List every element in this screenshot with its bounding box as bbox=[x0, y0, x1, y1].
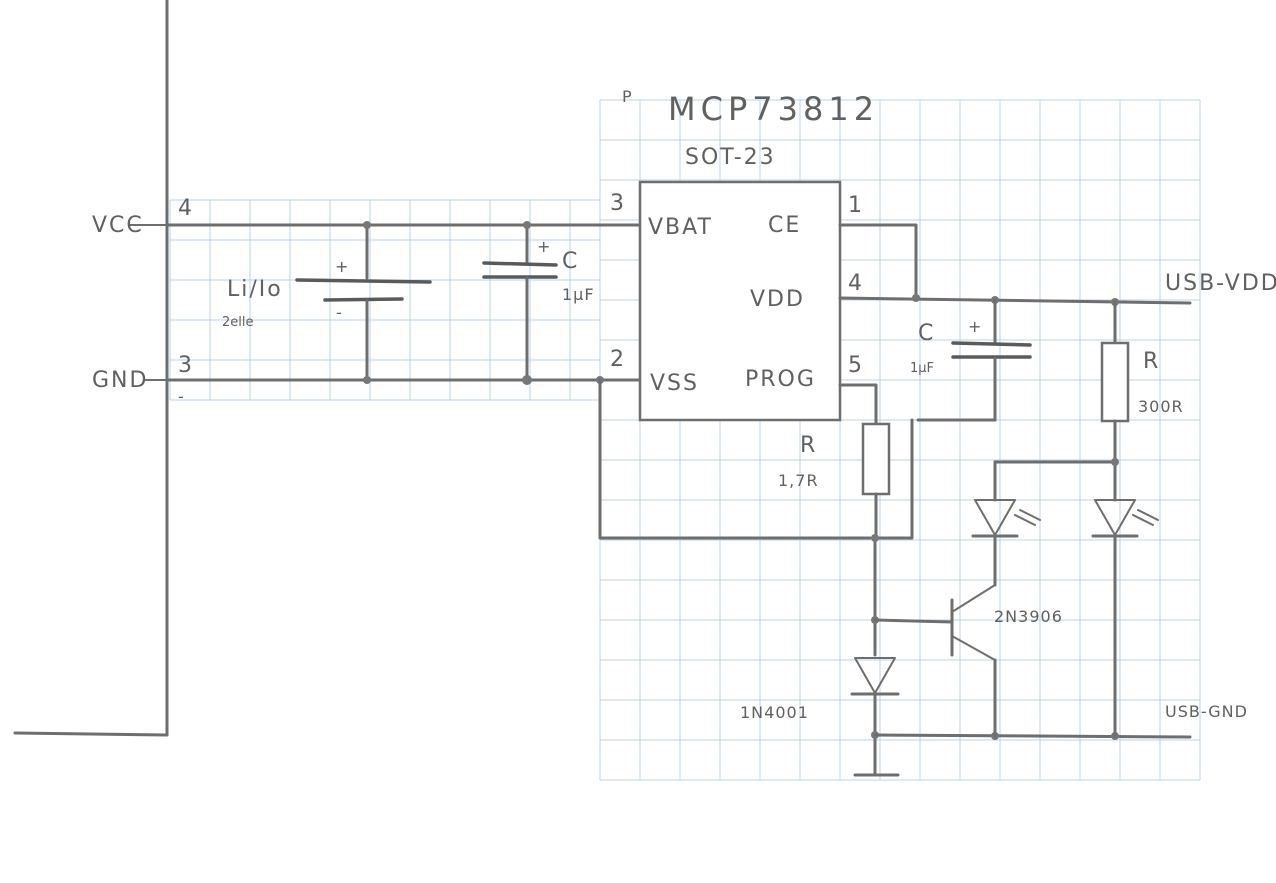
cap-left-plus: + bbox=[537, 237, 551, 256]
cap-right-plus: + bbox=[968, 317, 982, 336]
battery-cells: 2elle bbox=[222, 315, 254, 330]
pin-vdd-number: 4 bbox=[848, 271, 864, 296]
cap-right-value: 1µF bbox=[910, 361, 934, 376]
usb-vdd-label: USB-VDD bbox=[1165, 271, 1276, 296]
diode-part: 1N4001 bbox=[740, 703, 809, 722]
battery-name: Li/Io bbox=[227, 277, 283, 302]
chip-marker: P bbox=[622, 87, 633, 106]
prog-right-loop bbox=[874, 418, 914, 540]
pin-vss-label: VSS bbox=[650, 371, 699, 396]
usb-gnd-wire bbox=[873, 733, 1192, 739]
resistor-prog-symbol bbox=[838, 383, 891, 540]
resistor-led-value: 300R bbox=[1138, 397, 1184, 416]
vcc-label: VCC bbox=[92, 213, 144, 238]
resistor-led-label: R bbox=[1143, 349, 1160, 374]
capacitor-left-symbol bbox=[482, 221, 558, 385]
cap-left-label: C bbox=[562, 249, 579, 274]
capacitor-right-symbol bbox=[916, 298, 1032, 422]
ce-wire bbox=[838, 223, 918, 300]
vss-ground-loop bbox=[598, 378, 872, 540]
resistor-led-symbol bbox=[1100, 300, 1130, 502]
mcp73812-chip-body bbox=[638, 180, 842, 422]
pin-vbat-label: VBAT bbox=[648, 215, 713, 240]
bottom-left-wire bbox=[13, 731, 169, 737]
transistor-part: 2N3906 bbox=[994, 607, 1063, 626]
usb-gnd-label: USB-GND bbox=[1165, 702, 1248, 721]
pin-ce-label: CE bbox=[768, 213, 801, 238]
led-2-symbol bbox=[1091, 499, 1159, 738]
pin-prog-number: 5 bbox=[848, 353, 864, 378]
battery-plus: + bbox=[335, 257, 349, 276]
diode-1n4001-symbol bbox=[850, 657, 900, 777]
pin-ce-number: 1 bbox=[848, 193, 864, 218]
pin-prog-label: PROG bbox=[745, 367, 816, 392]
vdd-wire bbox=[838, 296, 1192, 305]
vcc-pin-number: 4 bbox=[178, 196, 194, 221]
gnd-label: GND bbox=[92, 368, 148, 393]
cap-right-label: C bbox=[918, 321, 935, 346]
chip-name: MCP73812 bbox=[668, 90, 879, 128]
pin-vdd-label: VDD bbox=[750, 287, 805, 312]
resistor-prog-label: R bbox=[800, 433, 817, 458]
resistor-prog-value: 1,7R bbox=[778, 471, 819, 490]
gnd-minus-mark: - bbox=[178, 387, 185, 406]
led-1-symbol bbox=[971, 460, 1117, 538]
cap-left-value: 1µF bbox=[562, 285, 595, 304]
battery-symbol bbox=[295, 221, 432, 384]
pin-vss-number: 2 bbox=[610, 347, 626, 372]
pin-vbat-number: 3 bbox=[610, 191, 626, 216]
battery-minus: - bbox=[336, 303, 343, 322]
chip-package: SOT-23 bbox=[685, 145, 776, 170]
gnd-pin-number: 3 bbox=[178, 353, 194, 378]
transistor-2n3906-symbol bbox=[873, 533, 997, 738]
